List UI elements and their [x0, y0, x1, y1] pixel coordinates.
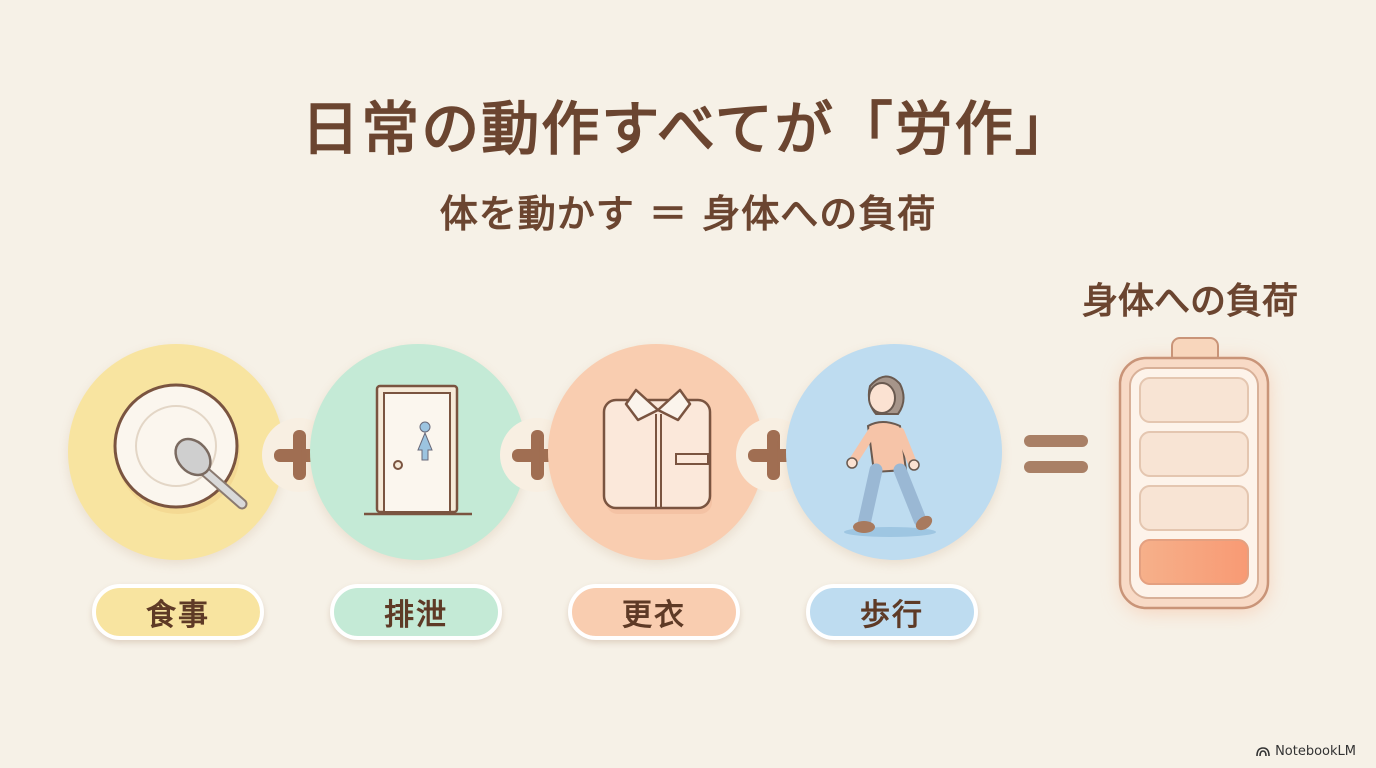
- load-label: 身体への負荷: [1081, 281, 1298, 322]
- walking-person-icon: [844, 375, 936, 537]
- label-walking: 歩行: [806, 584, 978, 640]
- battery-icon: [1100, 330, 1290, 630]
- eating-circle: [68, 344, 284, 560]
- label-dressing: 更衣: [568, 584, 740, 640]
- notebooklm-logo-icon: [1256, 747, 1270, 757]
- restroom-door-icon: [364, 384, 472, 516]
- dressing-circle: [548, 344, 764, 560]
- slide-subtitle: 体を動かす ＝ 身体への負荷: [439, 192, 937, 236]
- slide-title: 日常の動作すべてが「労作」: [301, 95, 1075, 163]
- label-eating: 食事: [92, 584, 264, 640]
- brand-name: NotebookLM: [1275, 744, 1356, 759]
- toilet-circle: [310, 344, 526, 560]
- plate-spoon-icon: [113, 383, 248, 514]
- label-toileting: 排泄: [330, 584, 502, 640]
- folded-shirt-icon: [602, 388, 712, 514]
- notebooklm-watermark: NotebookLM: [1256, 744, 1356, 759]
- equals-sign: [1024, 435, 1088, 479]
- walking-circle: [786, 344, 1002, 560]
